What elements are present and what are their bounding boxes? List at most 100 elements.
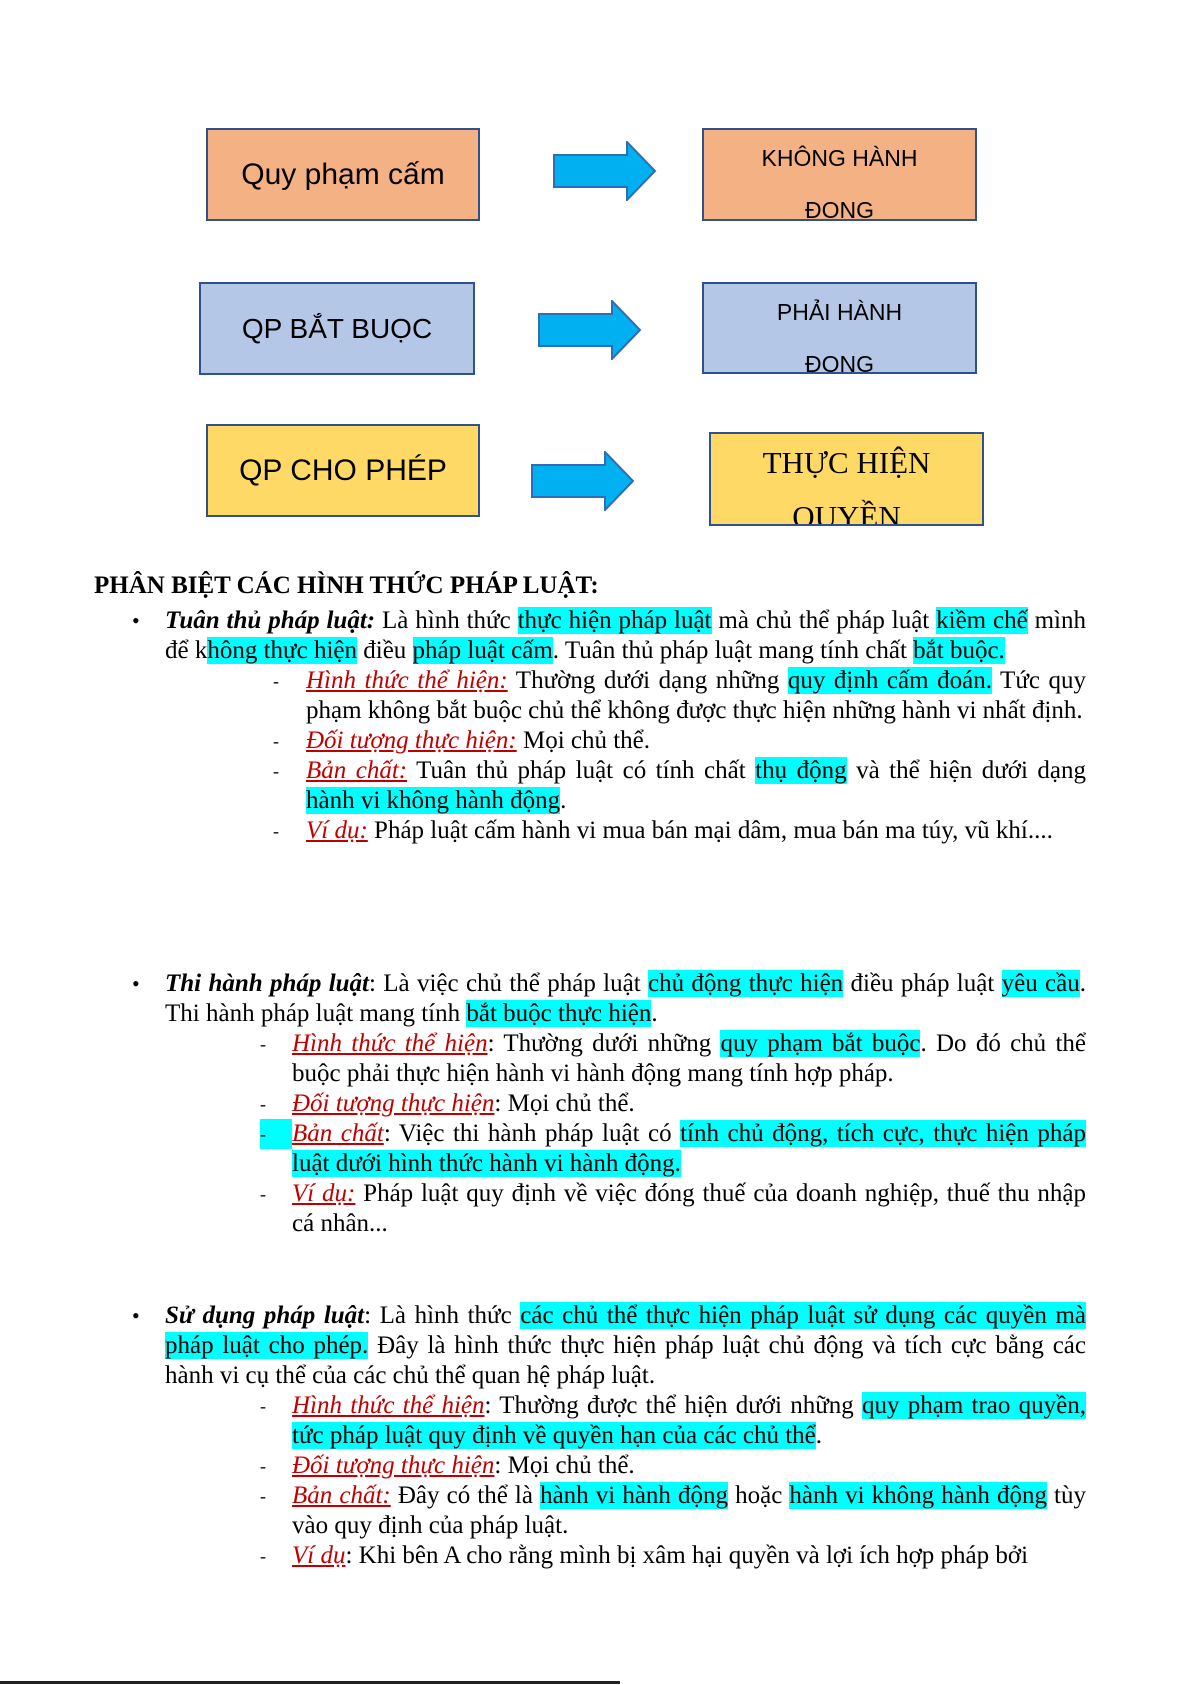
highlighted-text: kiềm chế [936,607,1028,634]
body-text: Là hình thức [375,607,518,634]
body-text: mình để k [165,607,1086,664]
highlighted-text: hành vi không hành động [789,1482,1047,1509]
sub-list: - Hình thức thể hiện: Thường được thể hiệ… [132,1391,1086,1571]
sub-item-label: Đối tượng thực hiện [292,1452,495,1479]
body-text: : Khi bên A cho rằng mình bị xâm hại quy… [345,1542,1029,1569]
body-text: : Mọi chủ thể. [494,1090,635,1117]
sub-item-label: Bản chất [292,1120,384,1147]
bullet-icon: • [132,1303,140,1328]
body-text: Mọi chủ thể. [516,727,651,754]
dash-icon: - [260,1546,266,1566]
sub-item-label: Đối tượng thực hiện [292,1090,495,1117]
section-title: Tuân thủ pháp luật: [165,607,376,634]
dash-icon: - [260,1119,292,1149]
sub-item-label: Ví dụ: [306,817,368,844]
highlighted-text: bắt buộc thực hiện [466,1000,652,1027]
body-text: Đây là hình thức thực hiện pháp luật chủ… [165,1332,1086,1389]
box-quy-pham-cam: Quy phạm cấm [206,128,480,221]
body-text: : Là việc chủ thể pháp luật [369,970,648,997]
dash-icon: - [273,671,279,691]
section-thi-hanh: • Thi hành pháp luật: Là việc chủ thể phá… [132,969,1086,1239]
body-text: . [560,787,567,814]
dash-icon: - [260,1486,266,1506]
sub-item-label: Hình thức thể hiện [292,1392,485,1419]
dash-icon: - [273,761,279,781]
highlighted-text: pháp luật cấm [412,637,553,664]
sub-list-item: -Bản chất: Việc thi hành pháp luật có tí… [260,1119,1086,1179]
box-label: QP BẮT BUỌC [241,312,433,344]
sub-list-item: -Bản chất: Đây có thể là hành vi hành độ… [260,1481,1086,1541]
sub-list-item: -Hình thức thể hiện: Thường dưới dạng nh… [273,666,1087,726]
sub-item-label: Bản chất: [292,1482,391,1509]
body-text: Pháp luật quy định về việc đóng thuế của… [292,1180,1087,1237]
section-title: Thi hành pháp luật [165,970,370,997]
highlighted-text: yêu cầu [1001,970,1080,997]
body-text: Tức quy phạm không bắt buộc chủ thể khôn… [306,667,1087,724]
body-text: điều [357,637,413,664]
body-text: . Do đó chủ thể buộc phải thực hiện hành… [292,1030,1086,1087]
body-text: . [651,1000,658,1027]
sub-list-item: - Hình thức thể hiện: Thường được thể hiệ… [260,1391,1086,1451]
box-qp-bat-buoc: QP BẮT BUỌC [199,282,475,375]
bullet-paragraph: • Thi hành pháp luật: Là việc chủ thể phá… [132,969,1086,1029]
dash-icon: - [273,821,279,841]
sub-list-item: - Đối tượng thực hiện: Mọi chủ thể. [273,726,1086,756]
dash-icon: - [260,1094,266,1114]
box-thuc-hien-quyen: THỰC HIỆN QUYỀN [709,432,984,526]
right-arrow-icon [553,141,657,201]
body-text: mà chủ thể pháp luật [711,607,937,634]
body-text: hoặc [728,1482,790,1509]
body-text: điều pháp luật [843,970,1002,997]
highlighted-text: hành vi hành động [540,1482,729,1509]
bullet-paragraph: •Sử dụng pháp luật: Là hình thức các chủ… [132,1301,1086,1391]
box-label-line1: THỰC HIỆN [762,445,931,480]
page-bottom-rule [0,1681,620,1684]
body-text: và thể hiện dưới dạng [846,757,1087,784]
sub-item-label: Đối tượng thực hiện: [306,727,517,754]
section-heading: PHÂN BIỆT CÁC HÌNH THỨC PHÁP LUẬT: [94,572,599,599]
sub-list-item: - Đối tượng thực hiện: Mọi chủ thể. [260,1089,1086,1119]
highlighted-text: bắt buộc. [913,637,1005,664]
dash-icon: - [260,1034,266,1054]
section-su-dung: •Sử dụng pháp luật: Là hình thức các chủ… [132,1301,1086,1571]
sub-list-item: - Ví dụ: Pháp luật quy định về việc đóng … [260,1179,1087,1239]
body-text: Pháp luật cấm hành vi mua bán mại dâm, m… [367,817,1053,844]
body-text: : Thường được thể hiện dưới những [484,1392,862,1419]
sub-list-item: - Ví dụ: Khi bên A cho rằng mình bị xâm h… [260,1541,1086,1571]
sub-list: -Hình thức thể hiện: Thường dưới dạng nh… [132,666,1086,846]
right-arrow-icon [538,300,642,360]
sub-item-label: Ví dụ [292,1542,346,1569]
dash-icon: - [260,1184,266,1204]
section-tuan-thu: •Tuân thủ pháp luật: Là hình thức thực h… [132,606,1086,846]
body-text: Tuân thủ pháp luật có tính chất [407,757,756,784]
highlighted-text: hành vi không hành động [306,787,561,814]
body-text: : Thường dưới những [487,1030,721,1057]
box-label-line2: QUYỀN [792,499,901,526]
body-text: : Là hình thức [364,1302,521,1329]
body-text: : Mọi chủ thể. [494,1452,635,1479]
body-text: . Thi hành pháp luật mang tính [165,970,1086,1027]
box-label-line2: ĐONG [805,197,874,221]
sub-list-item: - Hình thức thể hiện: Thường dưới những q… [260,1029,1086,1089]
box-label-line2: ĐONG [805,351,874,374]
bullet-icon: • [132,971,140,996]
highlighted-text: quy phạm bắt buộc [720,1030,921,1057]
sub-list-item: - Đối tượng thực hiện: Mọi chủ thể. [260,1451,1086,1481]
sub-item-label: Ví dụ: [292,1180,356,1207]
dash-icon: - [260,1396,266,1416]
section-title: Sử dụng pháp luật [165,1302,365,1329]
box-label: Quy phạm cấm [241,157,445,191]
dash-icon: - [260,1456,266,1476]
highlighted-text: thụ động [755,757,847,784]
dash-icon: - [273,731,279,751]
sub-list-item: - Ví dụ: Pháp luật cấm hành vi mua bán mạ… [273,816,1086,846]
body-text: . Tuân thủ pháp luật mang tính chất [552,637,914,664]
sub-item-label: Hình thức thể hiện [292,1030,488,1057]
highlighted-text: quy định cấm đoán. [787,667,992,694]
bullet-paragraph: •Tuân thủ pháp luật: Là hình thức thực h… [132,606,1086,666]
sub-list: - Hình thức thể hiện: Thường dưới những q… [132,1029,1086,1239]
body-text: Thường dưới dạng những [507,667,788,694]
highlighted-text: thực hiện pháp luật [517,607,712,634]
